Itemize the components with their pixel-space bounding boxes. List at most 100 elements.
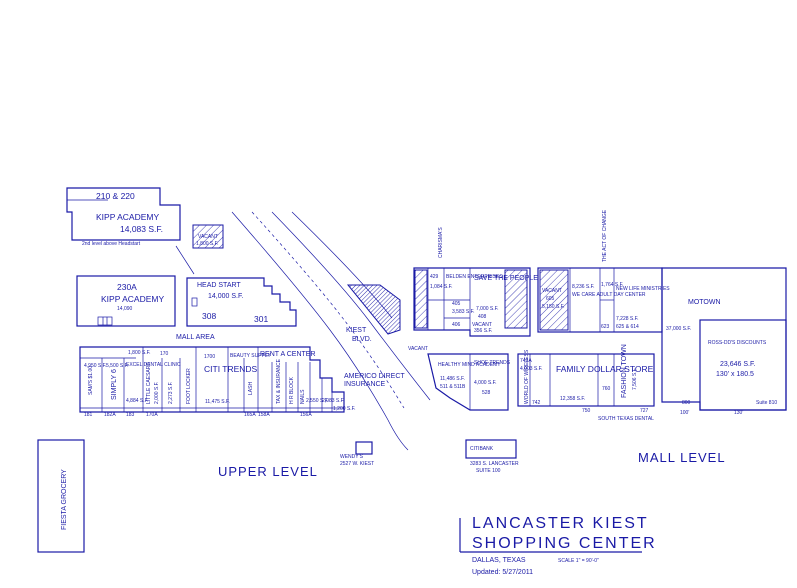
svg-text:1,200 S.F.: 1,200 S.F. <box>333 406 356 412</box>
title-line1: LANCASTER KIEST <box>472 515 649 532</box>
svg-text:170A: 170A <box>146 412 158 418</box>
svg-text:742: 742 <box>532 400 541 406</box>
svg-text:SHOE TRENDS: SHOE TRENDS <box>474 360 511 366</box>
svg-text:FOOT LOCKER: FOOT LOCKER <box>186 368 192 404</box>
healthy-shoe-block: HEALTHY MIND ACADEMY 11,486 S.F. 511 & 5… <box>427 353 511 411</box>
svg-text:WORLD OF WIRELESS: WORLD OF WIRELESS <box>524 349 530 404</box>
svg-text:FAMILY DOLLAR STORE: FAMILY DOLLAR STORE <box>556 364 654 374</box>
svg-text:23,646 S.F.: 23,646 S.F. <box>720 361 755 368</box>
americo-name: AMERICO DIRECT <box>344 373 405 380</box>
head-start: HEAD START 14,000 S.F. 308 301 <box>186 277 297 327</box>
svg-text:1,764 S.F.: 1,764 S.F. <box>601 282 624 288</box>
svg-text:170: 170 <box>160 351 169 357</box>
mall-top-row: CHARISMA'S 429 1,084 S.F. BELDEN ENTERPR… <box>413 227 538 337</box>
upper-strip-shops <box>79 346 345 413</box>
kipp-lower-sf: 14,090 <box>117 306 133 312</box>
svg-text:12,358 S.F.: 12,358 S.F. <box>560 396 585 402</box>
svg-text:2,273 S.F.: 2,273 S.F. <box>168 381 174 404</box>
kipp-academy-upper: 210 & 220 KIPP ACADEMY 14,083 S.F. 2nd l… <box>66 187 195 275</box>
citibank-pad: CITIBANK 3283 S. LANCASTER SUITE 100 <box>465 439 519 474</box>
svg-text:130' x 180.5: 130' x 180.5 <box>716 371 754 378</box>
svg-text:CITIBANK: CITIBANK <box>470 446 494 452</box>
svg-text:1,084 S.F.: 1,084 S.F. <box>430 284 453 290</box>
kipp-upper-name: KIPP ACADEMY <box>96 212 159 222</box>
svg-text:100': 100' <box>680 410 689 416</box>
svg-text:356 S.F.: 356 S.F. <box>474 328 492 334</box>
svg-text:14,000 S.F.: 14,000 S.F. <box>208 293 243 300</box>
svg-text:625 & 614: 625 & 614 <box>616 324 639 330</box>
svg-text:WE CARE ADULT DAY CENTER: WE CARE ADULT DAY CENTER <box>572 292 646 298</box>
svg-text:SAM'S $1.00: SAM'S $1.00 <box>88 366 94 395</box>
svg-text:BELDEN ENTERPRISES: BELDEN ENTERPRISES <box>446 274 503 280</box>
svg-text:RENT A CENTER: RENT A CENTER <box>260 351 316 358</box>
svg-text:2,550 S.F.: 2,550 S.F. <box>306 398 329 404</box>
mall-level-label: MALL LEVEL <box>638 450 726 465</box>
title-updated: Updated: 5/27/2011 <box>472 569 533 576</box>
kipp-lower-unit: 230A <box>117 282 137 292</box>
svg-text:11,475 S.F.: 11,475 S.F. <box>205 399 230 405</box>
svg-text:605: 605 <box>546 296 555 302</box>
blvd-label: BLVD. <box>352 336 372 343</box>
svg-text:HEALTHY MIND ACADEMY: HEALTHY MIND ACADEMY <box>438 362 501 368</box>
svg-text:4,884 S.F.: 4,884 S.F. <box>126 398 149 404</box>
svg-text:8,236 S.F.: 8,236 S.F. <box>572 284 595 290</box>
svg-text:CITI TRENDS: CITI TRENDS <box>204 364 258 374</box>
title-block: LANCASTER KIEST SHOPPING CENTER DALLAS, … <box>459 515 657 576</box>
svg-text:2,000 S.F.: 2,000 S.F. <box>154 381 160 404</box>
svg-text:3,583 S.F.: 3,583 S.F. <box>452 309 475 315</box>
svg-text:165A: 165A <box>244 412 256 418</box>
svg-text:408: 408 <box>478 314 487 320</box>
svg-text:37,000 S.F.: 37,000 S.F. <box>666 326 691 332</box>
svg-text:3283 S. LANCASTER: 3283 S. LANCASTER <box>470 461 519 467</box>
kipp-upper-note: 2nd level above Headstart <box>82 241 141 247</box>
svg-text:FASHION TOWN: FASHION TOWN <box>621 344 628 398</box>
svg-text:7,228 S.F.: 7,228 S.F. <box>616 316 639 322</box>
svg-text:308: 308 <box>202 311 216 321</box>
kiest-label: KIEST <box>346 327 367 334</box>
svg-text:4,000 S.F.: 4,000 S.F. <box>474 380 497 386</box>
svg-text:BEAUTY SUPPLY: BEAUTY SUPPLY <box>230 353 271 359</box>
svg-text:SUITE 100: SUITE 100 <box>476 468 501 474</box>
svg-text:158A: 158A <box>258 412 270 418</box>
motown-ross-block: MOTOWN 37,000 S.F. ROSS-DD'S DISCOUNTS 2… <box>661 267 787 416</box>
svg-text:SOUTH TEXAS DENTAL: SOUTH TEXAS DENTAL <box>598 416 654 422</box>
svg-text:EXCEL DENTAL CLINIC: EXCEL DENTAL CLINIC <box>126 362 181 368</box>
svg-text:181: 181 <box>84 412 93 418</box>
svg-text:TAX & INSURANCE: TAX & INSURANCE <box>276 358 282 404</box>
svg-text:H R BLOCK: H R BLOCK <box>289 376 295 404</box>
svg-text:760: 760 <box>602 386 611 392</box>
svg-text:301: 301 <box>254 314 268 324</box>
svg-text:2,083 S.F.: 2,083 S.F. <box>322 398 345 404</box>
svg-text:NAILS: NAILS <box>300 389 306 404</box>
title-line2: SHOPPING CENTER <box>472 535 657 552</box>
kiest-parcel <box>346 284 401 335</box>
svg-text:SAVE THE PEOPLE: SAVE THE PEOPLE <box>474 275 538 282</box>
svg-text:VACANT: VACANT <box>198 234 218 240</box>
svg-text:429: 429 <box>430 274 439 280</box>
svg-text:ROSS-DD'S DISCOUNTS: ROSS-DD'S DISCOUNTS <box>708 340 767 346</box>
svg-text:1700: 1700 <box>204 354 215 360</box>
svg-text:405: 405 <box>452 301 461 307</box>
svg-text:NEW LIFE MINISTRIES: NEW LIFE MINISTRIES <box>616 286 670 292</box>
svg-text:4,003 S.F.: 4,003 S.F. <box>520 366 543 372</box>
title-scale: SCALE 1" = 90'-0" <box>558 558 599 564</box>
fiesta-grocery: FIESTA GROCERY <box>37 439 85 553</box>
svg-text:800: 800 <box>682 400 691 406</box>
svg-text:742A: 742A <box>520 358 532 364</box>
svg-text:2527 W. KIEST: 2527 W. KIEST <box>340 461 374 467</box>
svg-text:130': 130' <box>734 410 743 416</box>
svg-text:SIMPLY 6: SIMPLY 6 <box>111 369 118 400</box>
svg-text:727: 727 <box>640 408 649 414</box>
title-location: DALLAS, TEXAS <box>472 557 526 564</box>
kipp-upper-units: 210 & 220 <box>96 191 135 201</box>
mall-mid-row: VACANT 605 5,150 S.F. 8,236 S.F. WE CARE… <box>537 209 670 333</box>
svg-text:7,000 S.F.: 7,000 S.F. <box>476 306 499 312</box>
svg-text:WENDY'S: WENDY'S <box>340 454 364 460</box>
charismas-label: CHARISMA'S <box>438 227 444 258</box>
svg-text:VACANT: VACANT <box>542 288 562 294</box>
mall-area-label: MALL AREA <box>176 334 215 341</box>
svg-text:1,800 S.F.: 1,800 S.F. <box>128 350 151 356</box>
svg-text:623: 623 <box>601 324 610 330</box>
svg-text:THE ACT OF CHANGE: THE ACT OF CHANGE <box>602 209 608 262</box>
